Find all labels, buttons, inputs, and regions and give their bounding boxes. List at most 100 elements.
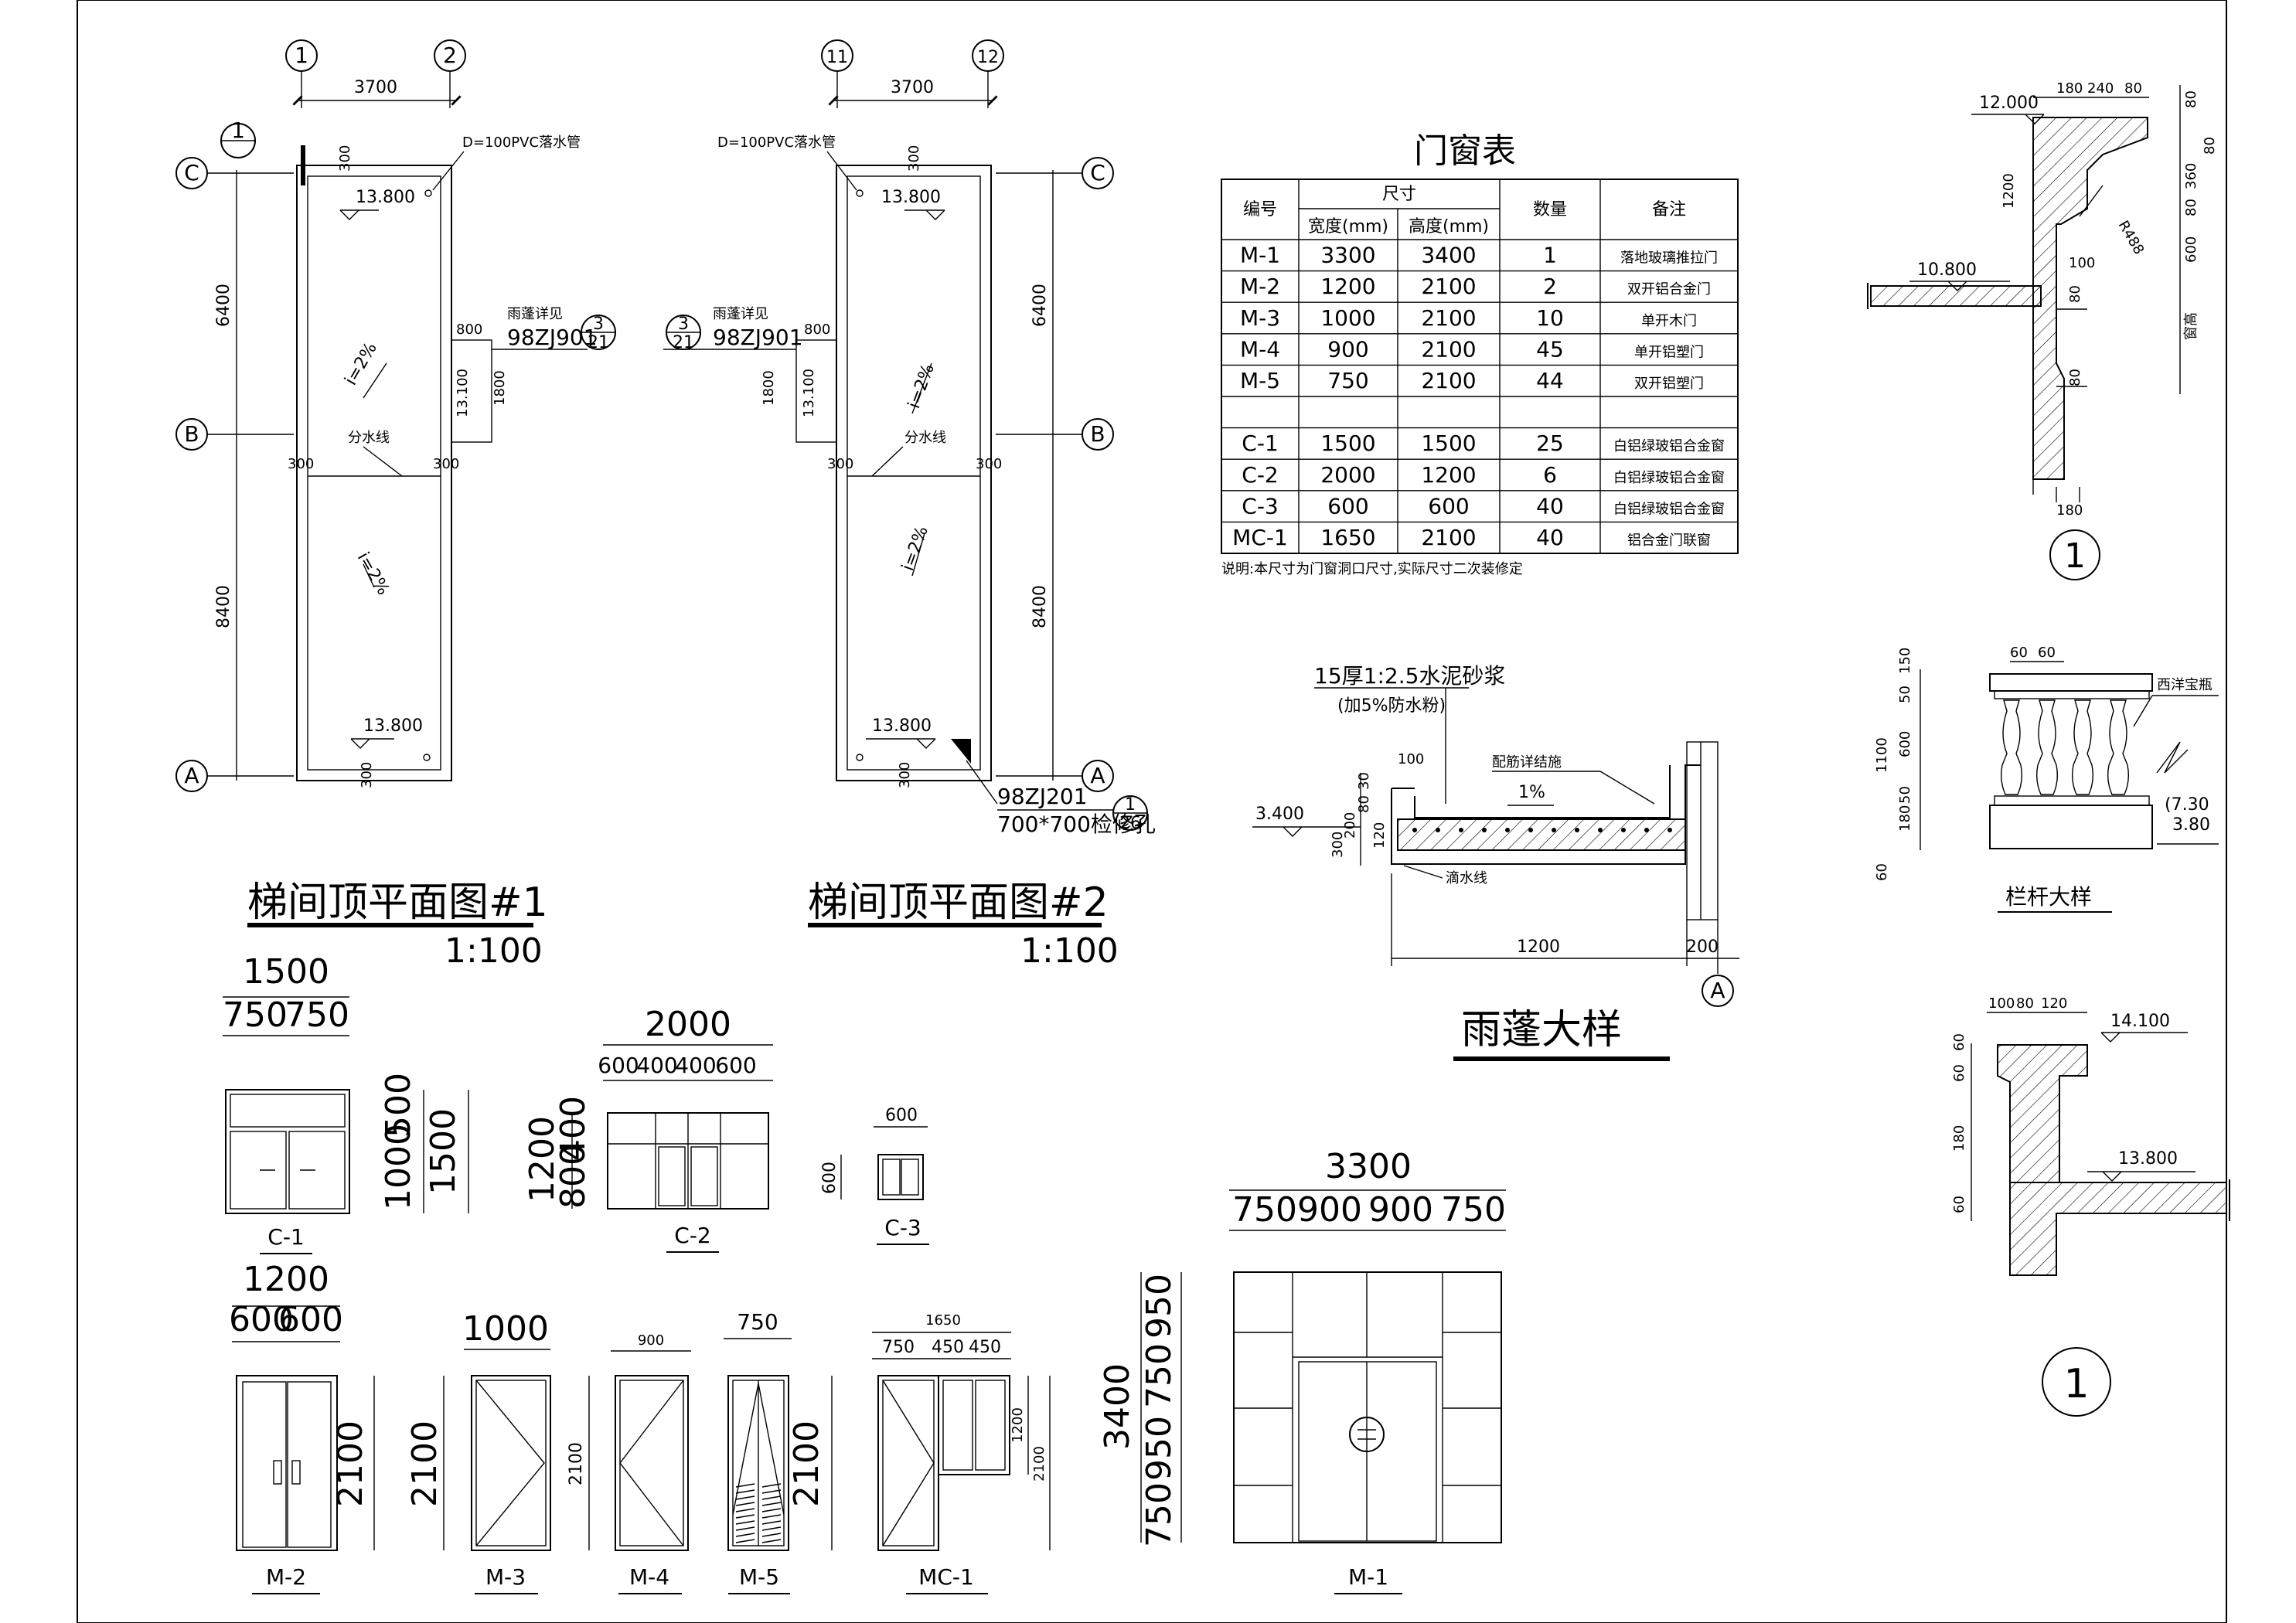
elev-canopy: 13.100 xyxy=(455,369,471,417)
elev-floor: 10.800 xyxy=(1917,260,1977,280)
header-height: 高度(mm) xyxy=(1409,217,1489,236)
slope-1pct: 1% xyxy=(1518,783,1545,802)
dim-300-top: 300 xyxy=(906,145,922,172)
door-handle-icon xyxy=(291,1460,301,1485)
rebar-dot xyxy=(1459,828,1463,832)
dim-height-1: 800 xyxy=(554,1144,593,1209)
dim-1800: 1800 xyxy=(492,370,508,406)
dim-100: 100 xyxy=(1988,995,2015,1012)
dim-60-b: 60 xyxy=(1951,1064,1967,1082)
elevation-m5: 750 2100 M-5 xyxy=(724,1309,833,1594)
dim-300-right: 300 xyxy=(976,456,1002,472)
dim-height-2: 500 xyxy=(379,1073,418,1138)
dim-60-c: 60 xyxy=(1874,863,1890,881)
schedule-cell-w: 1000 xyxy=(1320,305,1375,331)
dim-200: 200 xyxy=(1686,937,1719,957)
schedule-cell-n: 铝合金门联窗 xyxy=(1627,532,1711,549)
schedule-cell-n: 双开铝合金门 xyxy=(1627,281,1711,298)
schedule-cell-code: C-1 xyxy=(1242,430,1278,456)
elevation-m2: 1200 600 600 2100 M-2 xyxy=(229,1260,375,1594)
roof-plan-2: 11 12 3700 C B A 6400 8400 D=100PVC落水管 3… xyxy=(663,39,1156,971)
dim-600: 600 xyxy=(2183,236,2199,263)
louver-slat xyxy=(761,1514,782,1519)
dim-800: 800 xyxy=(456,322,482,338)
canopy-title: 雨蓬大样 xyxy=(1461,1007,1622,1053)
dim-1800: 1800 xyxy=(761,370,777,406)
dim-part-1: 750 xyxy=(1232,1190,1297,1230)
louver-slat xyxy=(735,1520,755,1525)
schedule-cell-h: 2100 xyxy=(1421,305,1476,331)
dim-100: 100 xyxy=(2069,255,2095,271)
canopy-ref-den: 21 xyxy=(588,333,609,352)
waterproof-note: (加5%防水粉) xyxy=(1337,696,1446,716)
dim-part-1: 600 xyxy=(598,1053,639,1078)
dim-240: 240 xyxy=(2087,80,2114,97)
axis-bubble-1: 1 xyxy=(295,43,308,68)
dim-total: 1000 xyxy=(462,1309,549,1349)
door-label: MC-1 xyxy=(918,1564,974,1590)
schedule-cell-w: 3300 xyxy=(1320,243,1375,268)
axis-bubble-c: C xyxy=(184,160,199,185)
dim-total: 750 xyxy=(737,1309,778,1335)
axis-bubble-11: 11 xyxy=(826,48,848,67)
louver-slat xyxy=(735,1539,755,1543)
dim-80-c: 80 xyxy=(2183,199,2199,216)
dim-part-2: 600 xyxy=(278,1300,343,1339)
louver-slat xyxy=(761,1533,782,1537)
dim-120: 120 xyxy=(2041,995,2067,1012)
dim-300-bottom: 300 xyxy=(897,762,913,788)
door-label: M-5 xyxy=(739,1564,779,1590)
header-width: 宽度(mm) xyxy=(1308,217,1388,236)
dim-180: 180 xyxy=(1951,1125,1967,1152)
dim-height-1: 950 xyxy=(1139,1274,1179,1339)
axis-bubble-a: A xyxy=(1090,763,1105,788)
dim-part-2: 450 xyxy=(932,1338,964,1357)
ridge-label: 分水线 xyxy=(904,430,946,446)
elev-canopy: 13.100 xyxy=(801,369,817,417)
window-label: C-1 xyxy=(267,1224,304,1250)
louver-slat xyxy=(761,1508,782,1512)
canopy-code: 98ZJ901 xyxy=(713,325,803,350)
dim-60-c: 60 xyxy=(1951,1196,1967,1213)
dim-width: 3700 xyxy=(891,78,934,97)
dim-6400: 6400 xyxy=(214,284,233,327)
dim-80-d: 80 xyxy=(2067,285,2083,303)
schedule-cell-code: M-5 xyxy=(1240,368,1280,393)
rebar-dot xyxy=(1482,828,1487,832)
louver-slat xyxy=(735,1533,755,1537)
elevation-c1: 1500 750 750 1000 500 1500 C-1 xyxy=(223,952,469,1254)
schedule-cell-h: 1200 xyxy=(1421,462,1476,488)
rebar-dot xyxy=(1528,828,1533,832)
sheet-border xyxy=(77,0,2227,1623)
elev-top: 13.800 xyxy=(356,188,415,207)
schedule-cell-q: 45 xyxy=(1536,336,1564,362)
louver-slat xyxy=(735,1483,755,1488)
dim-part-1: 750 xyxy=(882,1338,915,1357)
section-mark: 1 xyxy=(2063,1361,2089,1407)
dim-height-total: 2100 xyxy=(567,1442,586,1485)
dim-part-1: 750 xyxy=(223,995,288,1035)
dim-total: 600 xyxy=(885,1106,918,1125)
dim-600: 600 xyxy=(1897,731,1913,757)
schedule-cell-h: 2100 xyxy=(1421,368,1476,393)
schedule-cell-n: 双开铝塑门 xyxy=(1634,376,1704,392)
louver-slat xyxy=(735,1495,755,1500)
elevation-c3: 600 600 C-3 xyxy=(820,1106,929,1245)
elev-note-2: 3.80 xyxy=(2172,815,2210,835)
elev-top: 14.100 xyxy=(2110,1012,2170,1031)
schedule-cell-w: 1200 xyxy=(1320,274,1375,299)
elev-floor: 13.800 xyxy=(2118,1149,2178,1169)
canopy-ref-num: 3 xyxy=(593,315,604,334)
schedule-cell-h: 600 xyxy=(1428,493,1469,519)
schedule-cell-code: M-4 xyxy=(1240,336,1280,362)
canopy-ref-den: 21 xyxy=(673,333,694,352)
dim-300-bottom: 300 xyxy=(359,762,375,788)
dim-height-4: 750 xyxy=(1139,1482,1179,1547)
schedule-cell-code: M-2 xyxy=(1240,274,1280,299)
dim-total: 1650 xyxy=(925,1312,961,1329)
window-label: C-3 xyxy=(884,1215,921,1240)
louver-slat xyxy=(735,1526,755,1531)
schedule-cell-q: 44 xyxy=(1536,368,1564,393)
window-label: C-2 xyxy=(674,1223,710,1248)
